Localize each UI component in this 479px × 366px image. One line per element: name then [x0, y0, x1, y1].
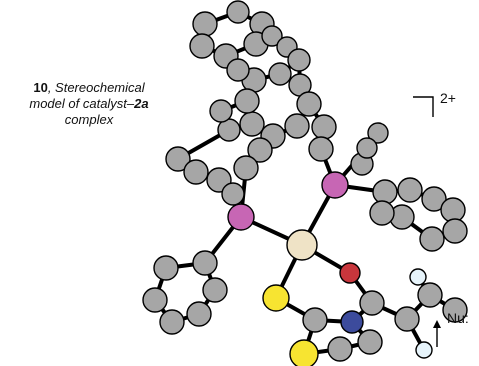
carbon-atom	[287, 48, 311, 72]
carbon-atom	[296, 91, 322, 117]
carbon-atom	[221, 182, 245, 206]
carbon-atom	[417, 282, 443, 308]
carbon-atom	[159, 309, 185, 335]
caption-title-line2: model of catalyst–	[29, 96, 135, 111]
carbon-atom	[442, 218, 468, 244]
metal-atom	[286, 229, 318, 261]
carbon-atom	[192, 11, 218, 37]
carbon-atom	[233, 155, 259, 181]
carbon-atom	[394, 306, 420, 332]
carbon-atom	[284, 113, 310, 139]
carbon-atom	[209, 99, 233, 123]
nitrogen-atom	[340, 310, 364, 334]
figure-caption: 10, Stereochemical model of catalyst–2a …	[10, 80, 168, 128]
carbon-atom	[302, 307, 328, 333]
carbon-atom	[192, 250, 218, 276]
carbon-atom	[356, 137, 378, 159]
caption-title-line1: , Stereochemical	[47, 80, 145, 95]
carbon-atom	[367, 122, 389, 144]
hydrogen-atom	[409, 268, 427, 286]
carbon-atom	[421, 186, 447, 212]
carbon-atom	[142, 287, 168, 313]
charge-label: 2+	[440, 90, 456, 106]
carbon-atom	[226, 0, 250, 24]
carbon-atom	[440, 197, 466, 223]
carbon-atom	[357, 329, 383, 355]
annotation-marks	[413, 96, 441, 347]
carbon-atom	[327, 336, 353, 362]
carbon-atom	[359, 290, 385, 316]
phosphorus-atom	[227, 203, 255, 231]
carbon-atom	[202, 277, 228, 303]
hydrogen-atom	[415, 341, 433, 359]
carbon-atom	[189, 33, 215, 59]
sulfur-atom	[289, 339, 319, 366]
caption-catalyst: 2a	[134, 96, 149, 111]
caption-number: 10	[33, 80, 48, 95]
caption-title-line3: complex	[64, 112, 114, 127]
sulfur-atom	[262, 284, 290, 312]
carbon-atom	[419, 226, 445, 252]
carbon-atom	[234, 88, 260, 114]
carbon-atom	[268, 62, 292, 86]
carbon-atom	[239, 111, 265, 137]
carbon-atom	[397, 177, 423, 203]
carbon-atom	[442, 297, 468, 323]
carbon-atom	[186, 301, 212, 327]
carbon-atom	[247, 137, 273, 163]
oxygen-atom	[339, 262, 361, 284]
phosphorus-atom	[321, 171, 349, 199]
carbon-atom	[372, 179, 398, 205]
atoms-layer	[142, 0, 468, 366]
carbon-atom	[165, 146, 191, 172]
carbon-atom	[183, 159, 209, 185]
nucleophile-arrowhead	[433, 320, 441, 328]
nucleophile-label: Nu:	[447, 310, 469, 326]
carbon-atom	[308, 136, 334, 162]
carbon-atom	[261, 25, 283, 47]
charge-bracket	[413, 96, 434, 117]
carbon-atom	[311, 114, 337, 140]
carbon-atom	[369, 200, 395, 226]
carbon-atom	[153, 255, 179, 281]
carbon-atom	[226, 58, 250, 82]
